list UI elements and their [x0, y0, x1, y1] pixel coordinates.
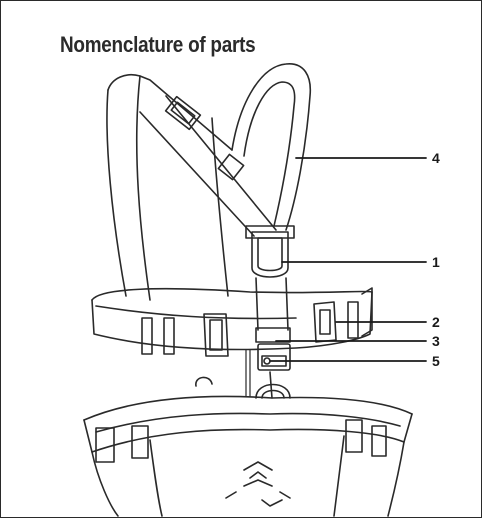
d-ring: [245, 225, 295, 278]
callout-label-1: 1: [432, 254, 440, 270]
center-strap: [255, 277, 289, 331]
callout-label-5: 5: [432, 353, 440, 369]
callout-label-2: 2: [432, 314, 440, 330]
right-shoulder-strap: [211, 63, 312, 297]
waist-belt: [91, 287, 373, 357]
page-title: Nomenclature of parts: [60, 32, 256, 57]
strap-adjuster-buckle: [164, 95, 202, 131]
sit-harness: [83, 376, 413, 517]
back-shoulder-strap: [106, 74, 233, 301]
callout-label-3: 3: [432, 333, 440, 349]
callout-leaders: [269, 157, 427, 362]
front-diagonal-strap: [139, 95, 277, 237]
callout-label-4: 4: [432, 150, 440, 166]
